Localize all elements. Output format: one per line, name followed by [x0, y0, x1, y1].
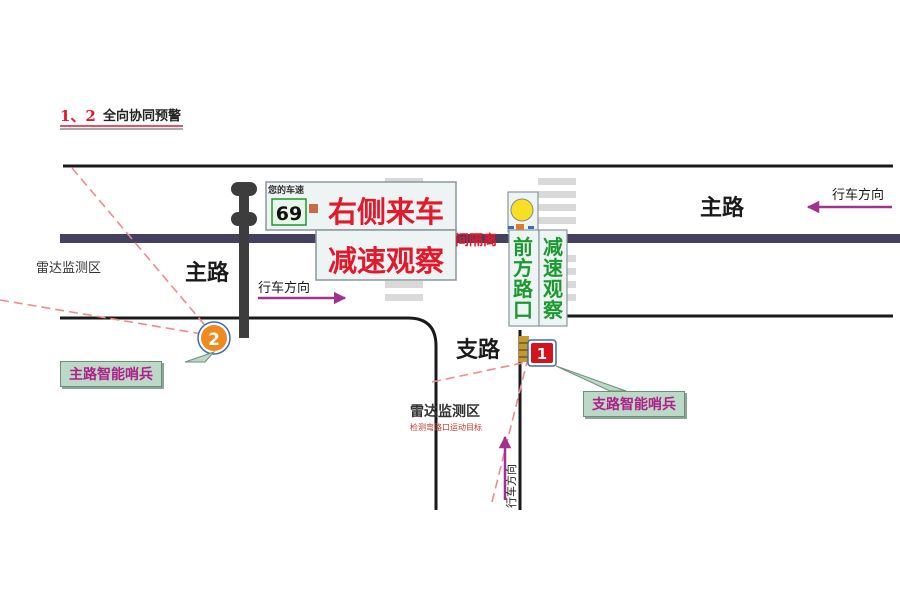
sign-right-c2-1: 速 — [543, 256, 563, 280]
sentinel-branch-badge: 1 — [527, 339, 557, 367]
sentinel-main-number: 2 — [208, 330, 220, 350]
sentinel-branch-body — [519, 336, 529, 362]
yellow-light-icon — [510, 198, 534, 222]
road-label-main-left: 主路 — [185, 260, 230, 286]
sign-left-line2: 减速观察 — [328, 244, 445, 278]
radar-label-center: 雷达监测区 — [410, 403, 480, 420]
callout-pointer-main — [184, 350, 216, 363]
sign-right-c2-3: 察 — [543, 298, 564, 322]
sign-right-c1-0: 前 — [513, 235, 533, 259]
sign-left-overflow: 间隔离 — [455, 232, 497, 249]
radar-label-left: 雷达监测区 — [36, 261, 101, 276]
main-road-median — [60, 234, 900, 243]
road-label-branch: 支路 — [456, 337, 501, 363]
callout-pointer-branch — [555, 365, 627, 392]
sentinel-branch-number: 1 — [537, 345, 547, 363]
callout-branch-sentinel: 支路智能哨兵 — [583, 391, 685, 417]
speed-value: 69 — [276, 203, 302, 225]
speed-box — [271, 198, 307, 226]
direction-label-branch: 行车方向 — [504, 464, 518, 508]
warning-sign-left: 您的车速 69 右侧来车 减速观察 间隔离 — [265, 181, 497, 281]
signal-right — [507, 191, 568, 362]
header-number: 1、2 — [60, 107, 96, 125]
signal-pole — [231, 182, 257, 338]
sign-right-c1-2: 路 — [513, 277, 534, 301]
sign-right-text: 前 方 路 口 减 速 观 察 — [513, 235, 564, 322]
sign-right-c1-1: 方 — [513, 256, 533, 280]
road-label-main-right: 主路 — [700, 195, 745, 221]
sentinel-main-badge: 2 — [197, 321, 231, 355]
direction-label-main-left: 行车方向 — [258, 280, 310, 296]
radar-lines — [0, 167, 528, 503]
radar-sub-center: 检测弯路口运动目标 — [410, 422, 482, 432]
direction-label-main-right: 行车方向 — [832, 187, 884, 203]
speed-caption: 您的车速 — [268, 184, 304, 196]
sign-right-c1-3: 口 — [513, 298, 533, 322]
callout-main-sentinel: 主路智能哨兵 — [60, 361, 162, 387]
main-road-bottom-edge-left — [60, 316, 438, 510]
sign-left-line1: 右侧来车 — [328, 195, 444, 229]
header-title: 全向协同预警 — [102, 108, 181, 124]
sign-right-c2-2: 观 — [543, 277, 563, 301]
sign-right-c2-0: 减 — [543, 235, 563, 259]
sensor-dot — [309, 204, 318, 213]
